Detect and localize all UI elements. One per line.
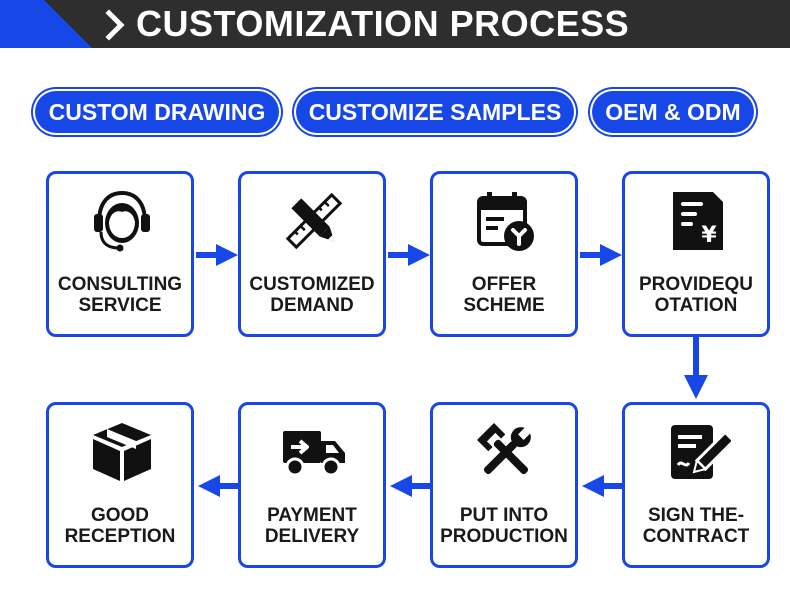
arrow-right-icon — [388, 244, 430, 266]
step-label: GOOD RECEPTION — [53, 505, 187, 547]
quotation-yen-icon: ¥ — [673, 192, 723, 250]
step-label-line1: PUT INTO — [459, 505, 549, 526]
calendar-wrench-icon — [477, 192, 534, 251]
step-payment-delivery: PAYMENT DELIVERY — [238, 402, 386, 568]
step-label-line2: PRODUCTION — [440, 526, 568, 547]
contract-sign-icon — [671, 425, 731, 479]
step-label-line1: GOOD — [90, 505, 150, 526]
step-label-line1: CONSULTING — [57, 274, 183, 295]
step-label-line1: PROVIDEQU — [638, 274, 754, 295]
step-label-line2: DELIVERY — [264, 526, 360, 547]
step-provide-quotation: ¥ PROVIDEQU OTATION — [622, 171, 770, 337]
arrow-left-icon — [582, 475, 624, 497]
step-label-line2: SERVICE — [78, 295, 162, 316]
arrow-left-icon — [390, 475, 432, 497]
step-put-into-production: PUT INTO PRODUCTION — [430, 402, 578, 568]
step-sign-contract: SIGN THE- CONTRACT — [622, 402, 770, 568]
step-label: OFFER SCHEME — [437, 274, 571, 316]
step-customized-demand: CUSTOMIZED DEMAND — [238, 171, 386, 337]
package-box-icon — [93, 423, 151, 481]
headset-icon — [94, 190, 150, 252]
arrow-right-icon — [580, 244, 622, 266]
step-label-line1: PAYMENT — [267, 505, 357, 526]
step-label: PAYMENT DELIVERY — [245, 505, 379, 547]
step-consulting-service: CONSULTING SERVICE — [46, 171, 194, 337]
step-label-line2: SCHEME — [463, 295, 545, 316]
step-good-reception: GOOD RECEPTION — [46, 402, 194, 568]
header-accent-stripe — [0, 0, 92, 48]
option-oem-odm: OEM & ODM — [592, 91, 754, 133]
step-label-line2: DEMAND — [270, 295, 354, 316]
step-label-line2: RECEPTION — [64, 526, 176, 547]
step-label-line1: OFFER — [471, 274, 537, 295]
step-label: CUSTOMIZED DEMAND — [245, 274, 379, 316]
arrow-down-icon — [684, 337, 708, 399]
tools-icon — [477, 423, 533, 475]
step-label-line2: CONTRACT — [642, 526, 750, 547]
step-label-line2: OTATION — [654, 295, 738, 316]
step-label: PUT INTO PRODUCTION — [437, 505, 571, 547]
chevron-right-icon — [105, 9, 125, 41]
page-title: CUSTOMIZATION PROCESS — [136, 3, 630, 44]
option-custom-drawing: CUSTOM DRAWING — [35, 91, 279, 133]
option-customize-samples: CUSTOMIZE SAMPLES — [296, 91, 574, 133]
arrow-left-icon — [198, 475, 240, 497]
header-bar: CUSTOMIZATION PROCESS — [0, 0, 790, 48]
delivery-truck-icon — [283, 431, 345, 477]
step-label: PROVIDEQU OTATION — [629, 274, 763, 316]
step-label: SIGN THE- CONTRACT — [629, 505, 763, 547]
svg-text:¥: ¥ — [701, 223, 717, 248]
pencil-ruler-icon — [285, 192, 343, 250]
step-label: CONSULTING SERVICE — [53, 274, 187, 316]
arrow-right-icon — [196, 244, 238, 266]
step-label-line1: SIGN THE- — [647, 505, 745, 526]
step-offer-scheme: OFFER SCHEME — [430, 171, 578, 337]
step-label-line1: CUSTOMIZED — [249, 274, 375, 295]
